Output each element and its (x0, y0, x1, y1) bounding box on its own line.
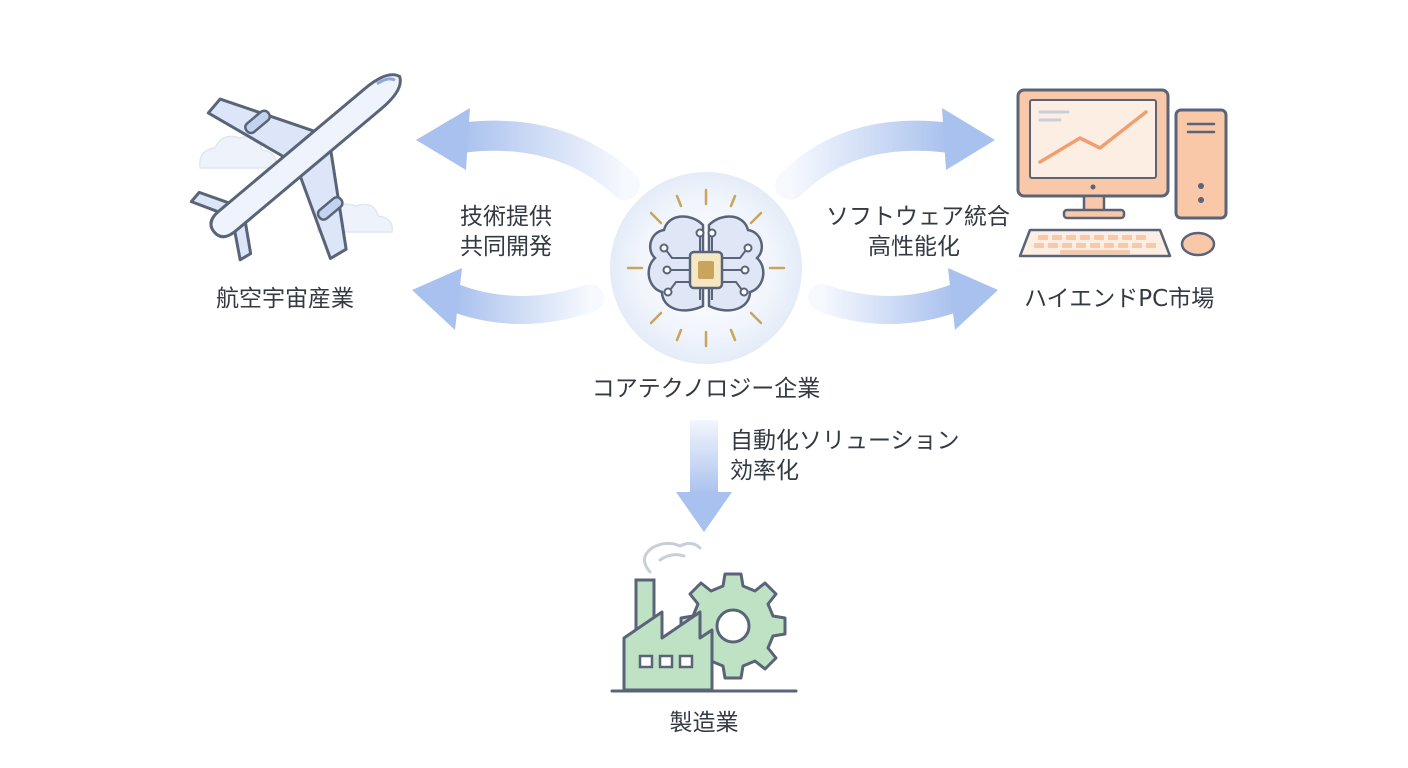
arrow-core-to-manufacturing (676, 420, 732, 532)
airplane-icon (189, 73, 402, 262)
arrow-core-to-aerospace-top (416, 108, 640, 200)
arrow-core-to-pc-top (775, 108, 995, 200)
core-label: コアテクノロジー企業 (591, 376, 821, 402)
pc-edge-line2: 高性能化 (868, 234, 960, 260)
manufacturing-edge-line2: 効率化 (730, 458, 799, 484)
aerospace-edge-label: 技術提供 共同開発 (460, 202, 552, 262)
manufacturing-edge-line1: 自動化ソリューション (730, 428, 960, 454)
manufacturing-edge-label: 自動化ソリューション 効率化 (730, 426, 960, 486)
aerospace-edge-line2: 共同開発 (460, 234, 552, 260)
arrow-core-to-pc-bottom (808, 268, 998, 330)
factory-gear-icon (610, 541, 798, 693)
arrow-core-to-aerospace-bottom (412, 268, 604, 330)
desktop-pc-icon (1016, 88, 1228, 258)
pc-edge-line1: ソフトウェア統合 (826, 204, 1010, 230)
aerospace-label: 航空宇宙産業 (216, 286, 354, 312)
aerospace-edge-line1: 技術提供 (460, 204, 552, 230)
core-brain-chip-icon (610, 172, 802, 364)
manufacturing-label: 製造業 (669, 710, 739, 736)
pc-label: ハイエンドPC市場 (1024, 286, 1215, 312)
pc-edge-label: ソフトウェア統合 高性能化 (826, 202, 1010, 262)
